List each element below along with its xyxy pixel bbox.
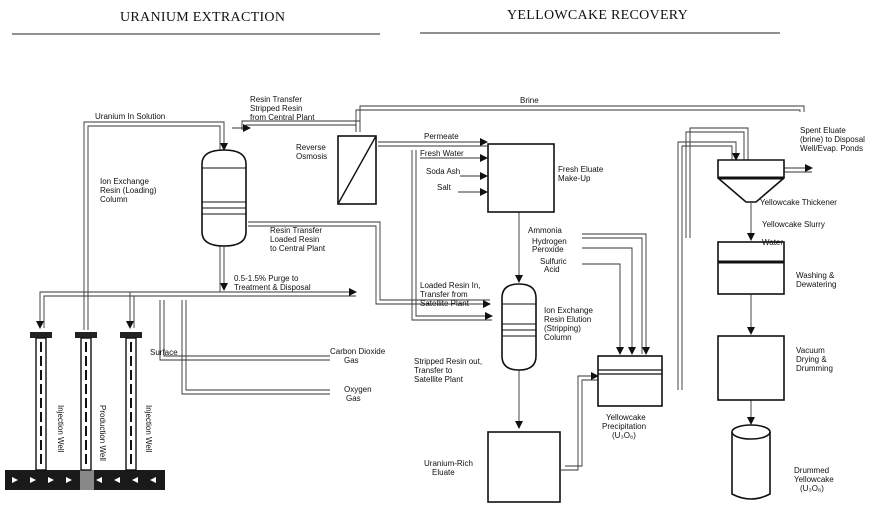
yellowcake-slurry-label: Yellowcake Slurry [762,220,825,229]
surface-label: Surface [150,348,178,357]
uranium-rich-eluate-label-1: Uranium-Rich [424,459,473,468]
resin-transfer-stripped-label-1: Resin Transfer [250,95,302,104]
yellowcake-precipitation-label-1: Yellowcake [606,413,646,422]
hydrogen-peroxide-label-2: Peroxide [532,245,564,254]
injection-well-left [30,332,52,471]
ion-exchange-elution-label-3: (Stripping) [544,324,581,333]
vacuum-label-2: Drying & [796,355,827,364]
yellowcake-drum [731,424,771,500]
resin-transfer-stripped-label-3: from Central Plant [250,113,315,122]
washing-label-1: Washing & [796,271,835,280]
soda-ash-label: Soda Ash [426,167,460,176]
injection-well-right-label: Injection Well [144,405,153,453]
stripped-resin-out-label-3: Satellite Plant [414,375,464,384]
drummed-label-1: Drummed [794,466,829,475]
loaded-resin-in-label-1: Loaded Resin In, [420,281,481,290]
pipe-network [36,105,813,471]
yellowcake-recovery-header: YELLOWCAKE RECOVERY [507,8,688,23]
yellowcake-precipitation-label-3: (U₃O₈) [612,431,636,440]
stripped-resin-out-label-2: Transfer to [414,366,453,375]
yellowcake-precipitation-tank [597,355,663,407]
reverse-osmosis-unit [337,135,377,205]
sulfuric-acid-label-1: Sulfuric [540,257,567,266]
resin-transfer-loaded-label-3: to Central Plant [270,244,326,253]
oxygen-label-2: Gas [346,394,361,403]
washing-label-2: Dewatering [796,280,836,289]
purge-label-2: Treatment & Disposal [234,283,311,292]
well-labels: Injection Well Production Well Injection… [56,405,153,461]
spent-eluate-label-3: Well/Evap. Ponds [800,144,863,153]
ion-exchange-elution-column [501,283,537,371]
water-label: Water [762,238,783,247]
hydrogen-peroxide-label-1: Hydrogen [532,237,567,246]
yellowcake-precipitation-label-2: Precipitation [602,422,646,431]
ammonia-label: Ammonia [528,226,562,235]
brine-label: Brine [520,96,539,105]
washing-dewatering-box [717,241,785,295]
ion-exchange-loading-column [201,149,247,247]
fresh-eluate-label-1: Fresh Eluate [558,165,604,174]
sulfuric-acid-label-2: Acid [544,265,560,274]
yellowcake-thickener-label: Yellowcake Thickener [760,198,837,207]
ion-exchange-loading-label-2: Resin (Loading) [100,186,157,195]
spent-eluate-label-2: (brine) to Disposal [800,135,865,144]
yellowcake-thickener [717,159,785,203]
production-well [75,332,97,471]
fresh-eluate-makeup-box [487,143,555,213]
resin-transfer-loaded-label-2: Loaded Resin [270,235,319,244]
ion-exchange-elution-label-4: Column [544,333,572,342]
uranium-rich-eluate-box [487,431,561,503]
vacuum-drying-box [717,335,785,401]
ion-exchange-elution-label-2: Resin Elution [544,315,591,324]
resin-transfer-loaded-label-1: Resin Transfer [270,226,322,235]
injection-well-left-label: Injection Well [56,405,65,453]
production-well-label: Production Well [98,405,107,461]
ion-exchange-loading-label-3: Column [100,195,128,204]
production-zone [80,470,94,490]
loaded-resin-in-label-2: Transfer from [420,290,468,299]
ion-exchange-elution-label-1: Ion Exchange [544,306,593,315]
uranium-rich-eluate-label-2: Eluate [432,468,455,477]
uranium-extraction-header: URANIUM EXTRACTION [120,10,285,25]
salt-label: Salt [437,183,452,192]
carbon-dioxide-label-2: Gas [344,356,359,365]
carbon-dioxide-label-1: Carbon Dioxide [330,347,386,356]
uranium-in-solution-label: Uranium In Solution [95,112,165,121]
drummed-label-2: Yellowcake [794,475,834,484]
ground-arrow-marks [12,477,156,483]
fresh-water-label: Fresh Water [420,149,464,158]
ion-exchange-loading-label-1: Ion Exchange [100,177,149,186]
stripped-resin-out-label-1: Stripped Resin out, [414,357,482,366]
vacuum-label-1: Vacuum [796,346,825,355]
vacuum-label-3: Drumming [796,364,833,373]
reverse-osmosis-label-2: Osmosis [296,152,327,161]
permeate-label: Permeate [424,132,459,141]
loaded-resin-in-label-3: Satellite Plant [420,299,470,308]
reverse-osmosis-label-1: Reverse [296,143,326,152]
oxygen-label-1: Oxygen [344,385,372,394]
resin-transfer-stripped-label-2: Stripped Resin [250,104,302,113]
spent-eluate-label-1: Spent Eluate [800,126,846,135]
drummed-label-3: (U₃O₈) [800,484,824,493]
injection-well-right [120,332,142,471]
purge-label-1: 0.5-1.5% Purge to [234,274,299,283]
fresh-eluate-label-2: Make-Up [558,174,591,183]
